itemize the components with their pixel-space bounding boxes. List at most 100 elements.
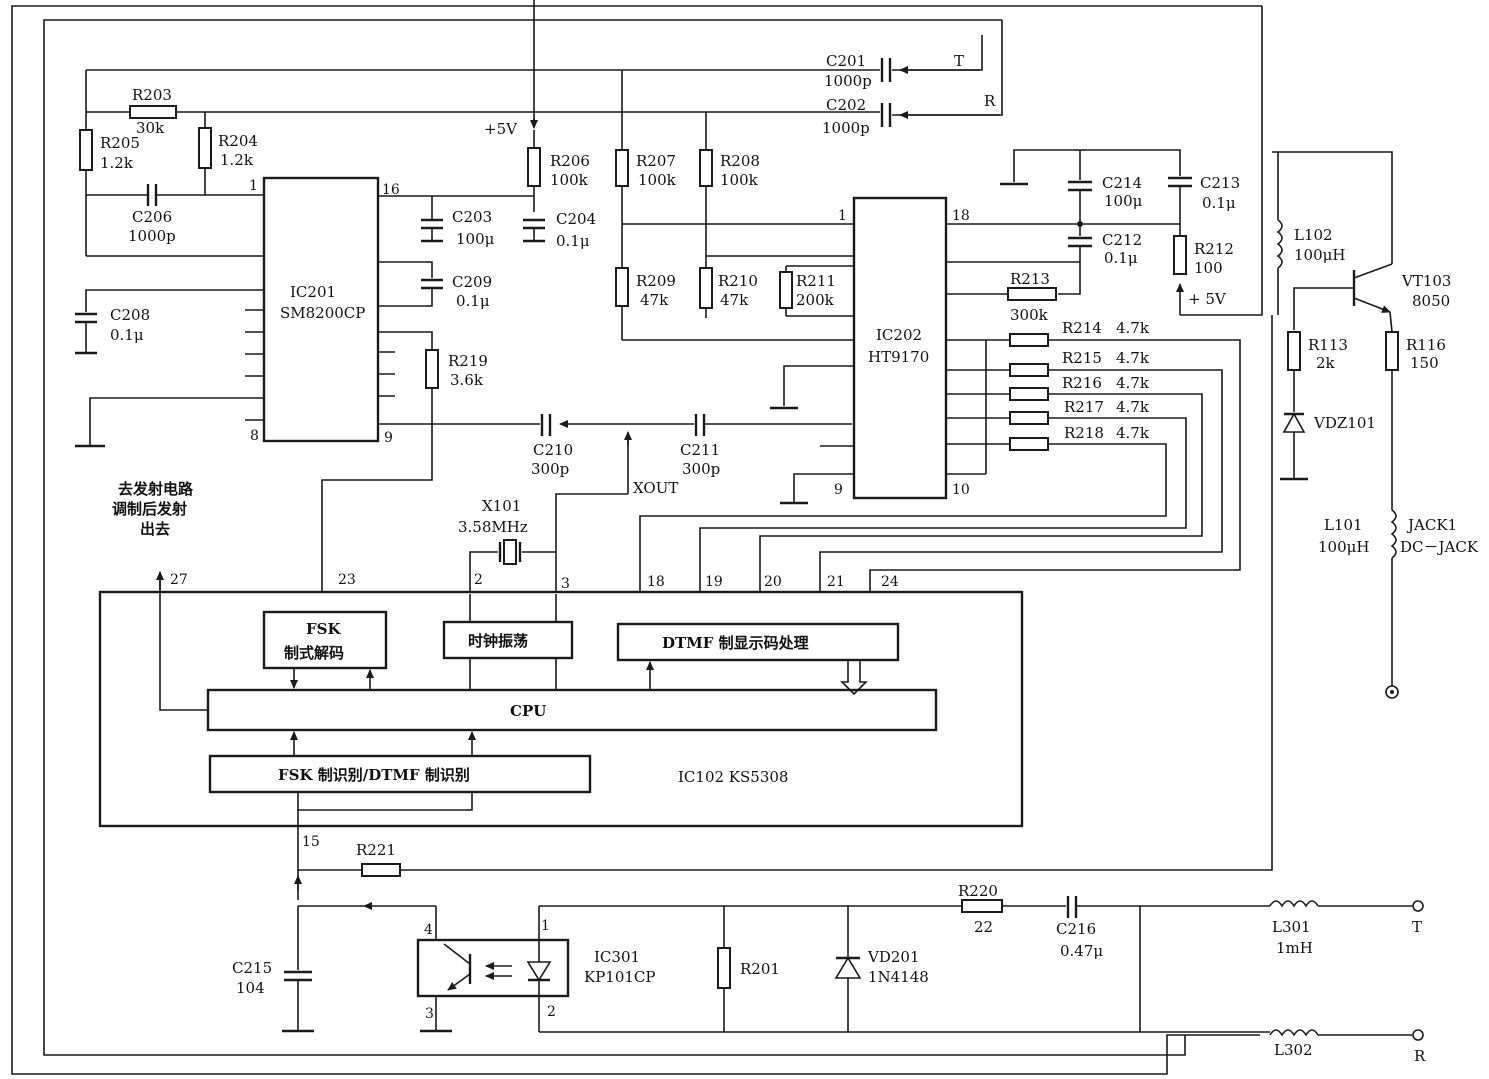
block-fsk-1: FSK [306,620,341,638]
r220-ref: R220 [958,882,998,900]
ic201-supply: +5V R206 100k C203 100μ C204 0.1μ C209 0… [75,118,596,448]
r218-ref: R218 [1064,424,1104,442]
c215-ref: C215 [232,959,272,977]
ic102: IC102 KS5308 27 23 2 3 18 19 20 21 24 15… [98,571,1024,850]
c209-ref: C209 [452,273,492,291]
ic102-pin27: 27 [170,572,188,588]
c201-val: 1000p [824,72,872,90]
ic102-pin21: 21 [827,574,845,590]
l102-ref: L102 [1294,226,1333,244]
ic201-input-network: R203 30k R205 1.2k R204 1.2k C206 1000p [79,69,880,257]
c214-val: 100μ [1104,192,1143,210]
ic202-output-resistors: R214 4.7k R215 4.7k R216 4.7k R217 4.7k … [636,319,1241,613]
c213-ref: C213 [1200,174,1240,192]
line-interface: R221 C215 104 4 1 3 2 IC301 KP101CP [232,826,1426,1065]
ic102-pin20: 20 [764,574,782,590]
c201-ref: C201 [826,52,866,70]
block-dtmf: DTMF 制显示码处理 [662,634,809,652]
r209-ref: R209 [636,272,676,290]
r219-ref: R219 [448,352,488,370]
r205-ref: R205 [100,134,140,152]
vt103-ref: VT103 [1401,272,1451,290]
c210-val: 300p [531,460,569,478]
x101-val: 3.58MHz [458,518,528,536]
c210-ref: C210 [533,441,573,459]
ic301-part: KP101CP [584,968,656,986]
ic301-pin2: 2 [547,1004,556,1020]
r204-val: 1.2k [220,151,254,169]
ic201: IC201 SM8200CP 1 8 9 16 [245,176,433,446]
ic102-pin18: 18 [647,574,665,590]
c203-ref: C203 [452,208,492,226]
ic202: IC202 HT9170 1 9 10 18 [622,196,1180,505]
r221-ref: R221 [356,841,396,859]
x101-crystal: X101 3.58MHz [458,497,556,594]
note-tx-1: 去发射电路 [118,480,194,498]
r219-path: R219 3.6k [318,349,488,613]
x101-ref: X101 [482,497,521,515]
r213-val: 300k [1010,306,1049,324]
ic102-pin19: 19 [705,574,723,590]
transmit-note: 去发射电路 调制后发射 出去 [112,480,194,538]
l302-ref: L302 [1274,1041,1313,1059]
c209-val: 0.1μ [456,292,490,310]
r206-val: 100k [550,171,589,189]
r208-val: 100k [720,171,759,189]
ic301-pin1: 1 [541,918,550,934]
r210-ref: R210 [718,272,758,290]
ic201-pin8: 8 [250,428,259,444]
r217-val: 4.7k [1116,398,1150,416]
ic102-pin2: 2 [474,572,483,588]
c211-val: 300p [682,460,720,478]
outer-wires [11,0,1273,1075]
r207-val: 100k [638,171,677,189]
r207-ref: R207 [636,152,676,170]
note-tx-3: 出去 [140,520,170,538]
ic202-pin1: 1 [838,208,847,224]
c216-val: 0.47μ [1060,942,1103,960]
r208-ref: R208 [720,152,760,170]
c202-val: 1000p [822,119,870,137]
block-clock: 时钟振荡 [468,632,528,650]
r203-val: 30k [136,119,165,137]
c204-val: 0.1μ [556,232,590,250]
ic102-label: IC102 KS5308 [678,768,788,786]
l301-ref: L301 [1272,918,1311,936]
net-t-line: T [1412,918,1422,936]
r206-ref: R206 [550,152,590,170]
net-vcc-ic201: +5V [484,120,518,138]
r218-val: 4.7k [1116,424,1150,442]
r214-val: 4.7k [1116,319,1150,337]
ic202-supply-network: C214 100μ C213 0.1μ C212 0.1μ R212 100 +… [1000,149,1240,324]
ic102-pin24: 24 [881,574,899,590]
ic202-pin18: 18 [952,208,970,224]
ic202-part: HT9170 [868,348,929,366]
c214-ref: C214 [1102,174,1142,192]
ic102-pin3: 3 [561,576,570,592]
net-xout: XOUT [633,479,678,497]
net-vcc-r212: + 5V [1188,290,1227,308]
c206-ref: C206 [132,208,172,226]
ic301-pin4: 4 [424,922,433,938]
ic102-pin23: 23 [338,572,356,588]
r204-ref: R204 [218,132,258,150]
r216-ref: R216 [1062,374,1102,392]
ic102-pin15: 15 [302,834,320,850]
r219-val: 3.6k [450,371,484,389]
power-section: L102 100μH VT103 8050 R113 2k R116 150 V… [1272,151,1479,699]
note-tx-2: 调制后发射 [112,500,187,518]
c208-val: 0.1μ [110,326,144,344]
l101-ref: L101 [1324,516,1363,534]
net-t-top: T [954,52,964,70]
ic201-part: SM8200CP [280,304,365,322]
jack1-val: DC－JACK [1400,538,1479,556]
c212-ref: C212 [1102,231,1142,249]
c211-ref: C211 [680,441,720,459]
net-r-top: R [984,92,996,110]
block-fsk-2: 制式解码 [284,644,344,662]
c208-ref: C208 [110,306,150,324]
r215-val: 4.7k [1116,349,1150,367]
r113-ref: R113 [1308,336,1348,354]
net-r-line: R [1414,1047,1426,1065]
